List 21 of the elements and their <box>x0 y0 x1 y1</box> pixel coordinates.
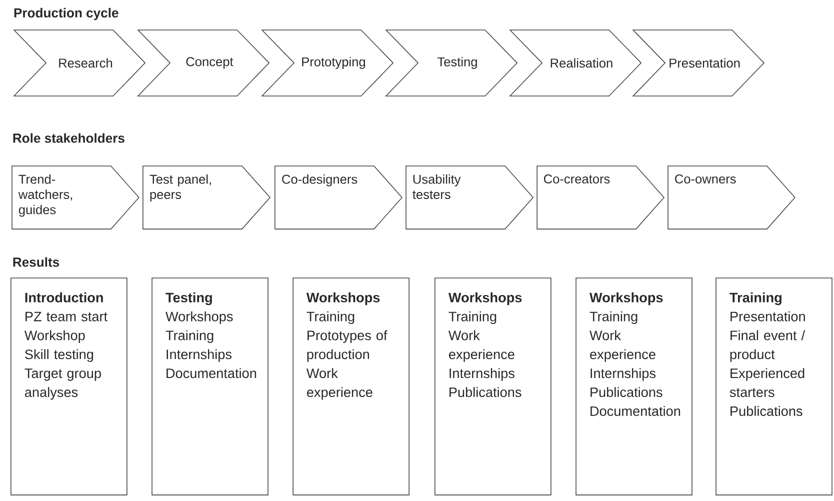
role-arrow-box: Test panel, peers <box>142 166 271 230</box>
process-step: Realisation <box>509 30 642 96</box>
role-arrow-box: Co-designers <box>274 166 403 230</box>
process-step: Research <box>13 30 146 96</box>
result-box: Training Presentation Final event / product Experienced starters Publications <box>716 278 832 496</box>
result-box: Introduction PZ team start Workshop Skill testing Target group analyses <box>10 278 128 496</box>
process-step: Concept <box>137 30 270 96</box>
section-heading: Results <box>13 257 60 267</box>
role-arrow-box: Co-creators <box>536 166 665 230</box>
process-step: Testing <box>385 30 518 96</box>
role-arrow-box: Trend-watchers, guides <box>12 166 140 230</box>
result-box: Workshops Training Prototypes of production Work experience <box>292 278 410 496</box>
process-step: Presentation <box>632 30 765 96</box>
result-box: Workshops Training Work experience Internships Publications <box>434 278 552 496</box>
section-heading: Production cycle <box>14 8 118 20</box>
section-heading: Role stakeholders <box>13 133 124 143</box>
result-box: Testing Workshops Training Internships Documentation <box>152 278 268 496</box>
role-arrow-box: Co-owners <box>668 166 796 230</box>
process-step: Prototyping <box>261 30 394 96</box>
role-arrow-box: Usability testers <box>406 166 534 230</box>
result-box: Workshops Training Work experience Internships Publications Documentation <box>576 278 692 496</box>
